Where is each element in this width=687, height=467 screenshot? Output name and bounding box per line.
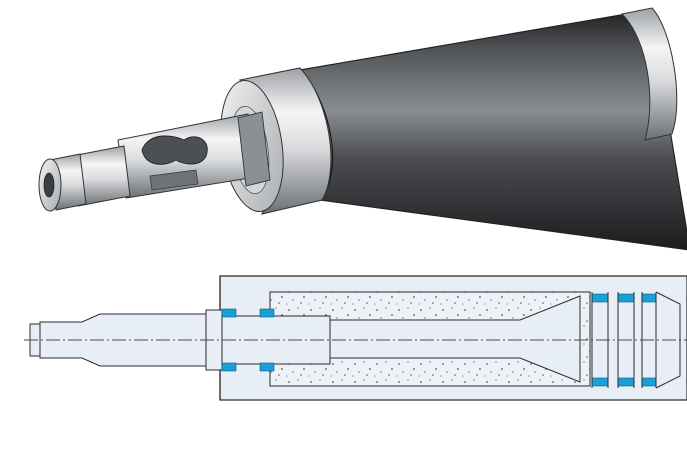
shaft <box>38 111 271 212</box>
roller-drum <box>299 9 687 251</box>
section-view <box>24 275 687 401</box>
perspective-view <box>38 7 687 251</box>
right-end-ring <box>620 7 678 141</box>
